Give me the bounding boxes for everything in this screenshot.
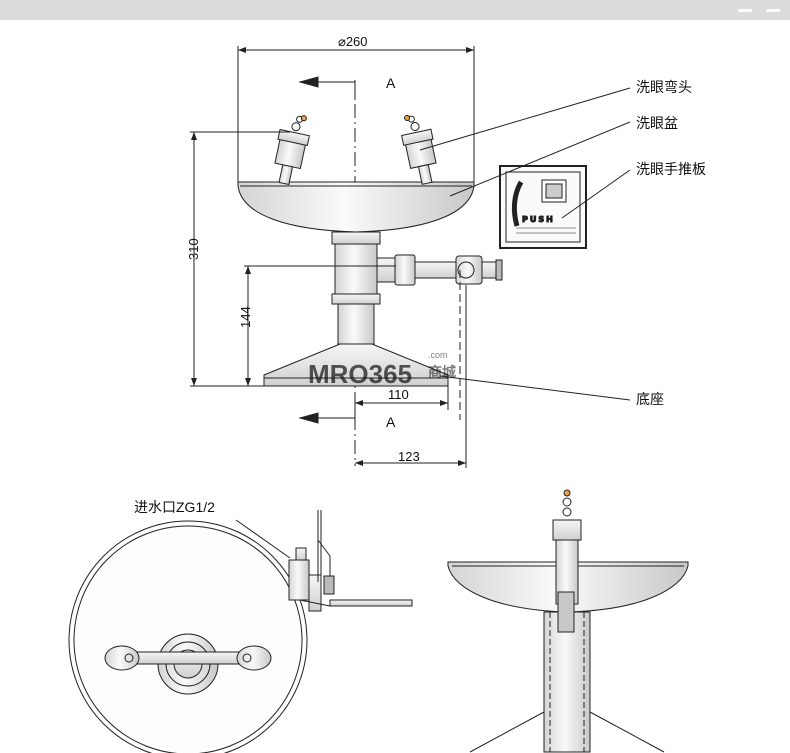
dim-height-base: 144: [238, 306, 253, 328]
svg-text:.com: .com: [428, 350, 448, 360]
svg-text:商城: 商城: [428, 364, 456, 380]
dim-diameter: ⌀260: [338, 34, 368, 49]
svg-text:MRO365: MRO365: [308, 359, 412, 389]
push-plate: PUSH: [499, 165, 587, 249]
watermark: MRO365 商城 .com: [308, 350, 456, 389]
section-view: [447, 489, 689, 753]
plan-view: [68, 510, 413, 753]
section-mark-top: A: [386, 75, 396, 91]
push-word: PUSH: [522, 215, 555, 224]
section-mark-bottom: A: [386, 414, 396, 430]
banner-decoration: [738, 9, 780, 12]
label-push-plate: 洗眼手推板: [636, 161, 706, 177]
dim-width-110: 110: [388, 387, 409, 402]
label-base: 底座: [636, 391, 664, 407]
dim-height-total: 310: [186, 238, 201, 260]
front-view: PUSH MRO365 商城 .com: [190, 46, 631, 468]
top-banner: [0, 0, 790, 20]
dim-width-123: 123: [398, 449, 420, 464]
label-inlet: 进水口ZG1/2: [134, 499, 215, 515]
label-basin: 洗眼盆: [636, 115, 678, 131]
label-elbow: 洗眼弯头: [636, 79, 692, 95]
